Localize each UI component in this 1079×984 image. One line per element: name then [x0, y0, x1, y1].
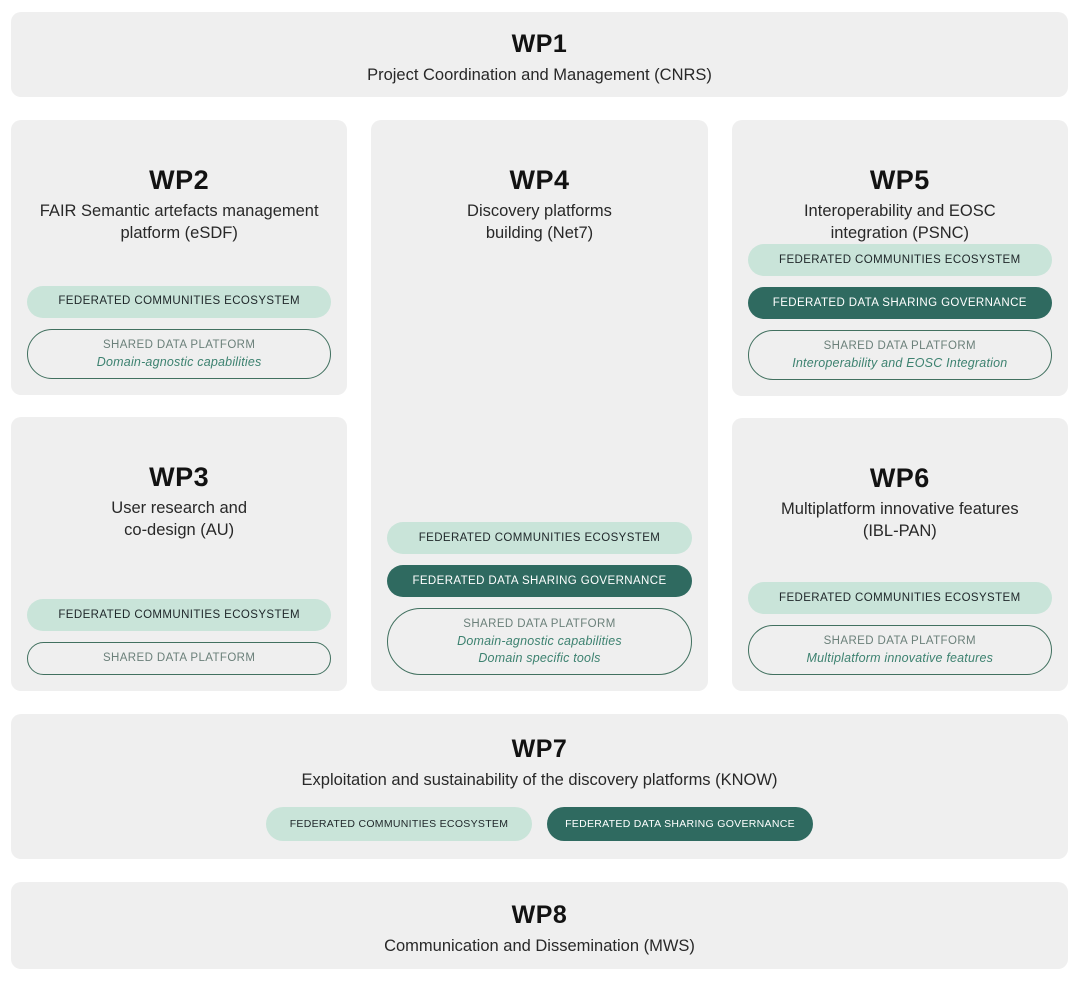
badge-label: SHARED DATA PLATFORM: [823, 340, 977, 352]
wp2-card: WP2 FAIR Semantic artefacts management p…: [11, 120, 348, 395]
badge-shared-data-platform: SHARED DATA PLATFORM Multiplatform innov…: [747, 625, 1052, 675]
wp4-subtitle: Discovery platforms building (Net7): [387, 200, 691, 244]
wp2-subtitle: FAIR Semantic artefacts management platf…: [27, 200, 331, 244]
wp4-badges: FEDERATED COMMUNITIES ECOSYSTEM FEDERATE…: [387, 522, 692, 675]
badge-note: Domain specific tools: [478, 651, 601, 665]
badge-federated-communities-ecosystem: FEDERATED COMMUNITIES ECOSYSTEM: [747, 244, 1052, 276]
wp3-subtitle-line2: co-design (AU): [124, 520, 235, 539]
badge-note: Domain-agnostic capabilities: [96, 354, 262, 369]
wp5-subtitle-line2: integration (PSNC): [830, 224, 970, 242]
badge-label: FEDERATED COMMUNITIES ECOSYSTEM: [418, 531, 661, 544]
badge-note: Domain-agnostic capabilities: [457, 634, 622, 648]
wp3-title: WP3: [149, 461, 210, 492]
badge-label: FEDERATED DATA SHARING GOVERNANCE: [412, 574, 667, 587]
badge-label: SHARED DATA PLATFORM: [463, 618, 616, 630]
badge-shared-data-platform: SHARED DATA PLATFORM: [27, 642, 332, 675]
wp7-subtitle: Exploitation and sustainability of the d…: [301, 771, 778, 789]
wp5-subtitle: Interoperability and EOSC integration (P…: [748, 200, 1052, 244]
wp-grid: WP2 FAIR Semantic artefacts management p…: [11, 120, 1068, 691]
wp2-badges: FEDERATED COMMUNITIES ECOSYSTEM SHARED D…: [27, 285, 332, 379]
wp1-subtitle: Project Coordination and Management (CNR…: [367, 66, 712, 84]
badge-federated-data-sharing-governance: FEDERATED DATA SHARING GOVERNANCE: [547, 807, 813, 841]
badge-shared-data-platform: SHARED DATA PLATFORM Domain-agnostic cap…: [387, 608, 692, 675]
badge-federated-communities-ecosystem: FEDERATED COMMUNITIES ECOSYSTEM: [266, 807, 532, 841]
wp5-subtitle-line1: Interoperability and EOSC: [803, 202, 996, 220]
badge-federated-data-sharing-governance: FEDERATED DATA SHARING GOVERNANCE: [387, 565, 692, 597]
wp2-subtitle-line1: FAIR Semantic artefacts management: [39, 202, 319, 220]
column-right: WP5 Interoperability and EOSC integratio…: [731, 120, 1068, 691]
badge-label: FEDERATED COMMUNITIES ECOSYSTEM: [289, 817, 509, 830]
badge-shared-data-platform: SHARED DATA PLATFORM Domain-agnostic cap…: [27, 328, 332, 379]
wp4-titleblock: WP4 Discovery platforms building (Net7): [387, 165, 691, 244]
wp4-card: WP4 Discovery platforms building (Net7) …: [371, 120, 708, 691]
wp2-title: WP2: [149, 165, 210, 195]
wp5-badges: FEDERATED COMMUNITIES ECOSYSTEM FEDERATE…: [747, 244, 1052, 380]
wp6-title: WP6: [869, 463, 930, 493]
wp6-titleblock: WP6 Multiplatform innovative features (I…: [748, 463, 1052, 542]
badge-federated-communities-ecosystem: FEDERATED COMMUNITIES ECOSYSTEM: [747, 582, 1052, 614]
wp2-subtitle-line2: platform (eSDF): [120, 224, 238, 242]
column-middle: WP4 Discovery platforms building (Net7) …: [371, 120, 708, 691]
badge-shared-data-platform: SHARED DATA PLATFORM Interoperability an…: [747, 330, 1052, 380]
wp5-titleblock: WP5 Interoperability and EOSC integratio…: [748, 165, 1052, 244]
badge-note: Multiplatform innovative features: [806, 651, 994, 665]
wp7-title: WP7: [511, 735, 568, 763]
wp6-subtitle: Multiplatform innovative features (IBL-P…: [748, 498, 1052, 542]
wp8-title: WP8: [511, 901, 568, 929]
wp2-titleblock: WP2 FAIR Semantic artefacts management p…: [27, 165, 331, 244]
badge-federated-communities-ecosystem: FEDERATED COMMUNITIES ECOSYSTEM: [27, 599, 332, 631]
wp6-badges: FEDERATED COMMUNITIES ECOSYSTEM SHARED D…: [747, 582, 1052, 675]
wp1-title: WP1: [511, 30, 568, 58]
wp8-subtitle: Communication and Dissemination (MWS): [384, 937, 695, 955]
wp4-subtitle-line1: Discovery platforms: [467, 202, 612, 220]
wp3-card: WP3 User research and co-design (AU) FED…: [11, 416, 348, 691]
badge-label: FEDERATED COMMUNITIES ECOSYSTEM: [58, 295, 300, 307]
wp7-badges: FEDERATED COMMUNITIES ECOSYSTEM FEDERATE…: [11, 807, 1068, 841]
wp5-title: WP5: [869, 165, 930, 195]
badge-label: FEDERATED COMMUNITIES ECOSYSTEM: [58, 608, 300, 621]
badge-federated-communities-ecosystem: FEDERATED COMMUNITIES ECOSYSTEM: [27, 285, 332, 318]
wp5-card: WP5 Interoperability and EOSC integratio…: [731, 120, 1068, 396]
wp3-titleblock: WP3 User research and co-design (AU): [27, 462, 331, 541]
wp1-card: WP1 Project Coordination and Management …: [11, 12, 1068, 97]
wp6-subtitle-line1: Multiplatform innovative features: [781, 500, 1019, 518]
wp8-card: WP8 Communication and Dissemination (MWS…: [11, 882, 1068, 969]
badge-federated-communities-ecosystem: FEDERATED COMMUNITIES ECOSYSTEM: [387, 522, 692, 554]
wp7-card: WP7 Exploitation and sustainability of t…: [11, 714, 1068, 859]
wp3-subtitle-line1: User research and: [111, 498, 248, 517]
badge-federated-data-sharing-governance: FEDERATED DATA SHARING GOVERNANCE: [747, 287, 1052, 319]
wp3-subtitle: User research and co-design (AU): [27, 497, 331, 541]
badge-label: FEDERATED COMMUNITIES ECOSYSTEM: [779, 253, 1021, 266]
wp6-subtitle-line2: (IBL-PAN): [862, 522, 937, 540]
badge-note: Interoperability and EOSC Integration: [792, 356, 1008, 370]
wp6-card: WP6 Multiplatform innovative features (I…: [731, 418, 1068, 691]
badge-label: SHARED DATA PLATFORM: [823, 635, 977, 647]
badge-label: FEDERATED COMMUNITIES ECOSYSTEM: [779, 591, 1021, 604]
wp4-subtitle-line2: building (Net7): [485, 224, 594, 242]
badge-label: FEDERATED DATA SHARING GOVERNANCE: [772, 296, 1027, 309]
badge-label: FEDERATED DATA SHARING GOVERNANCE: [565, 817, 795, 830]
badge-label: SHARED DATA PLATFORM: [102, 338, 256, 351]
badge-label: SHARED DATA PLATFORM: [102, 652, 256, 664]
column-left: WP2 FAIR Semantic artefacts management p…: [11, 120, 348, 691]
wp3-badges: FEDERATED COMMUNITIES ECOSYSTEM SHARED D…: [27, 599, 332, 675]
wp4-title: WP4: [509, 165, 570, 195]
